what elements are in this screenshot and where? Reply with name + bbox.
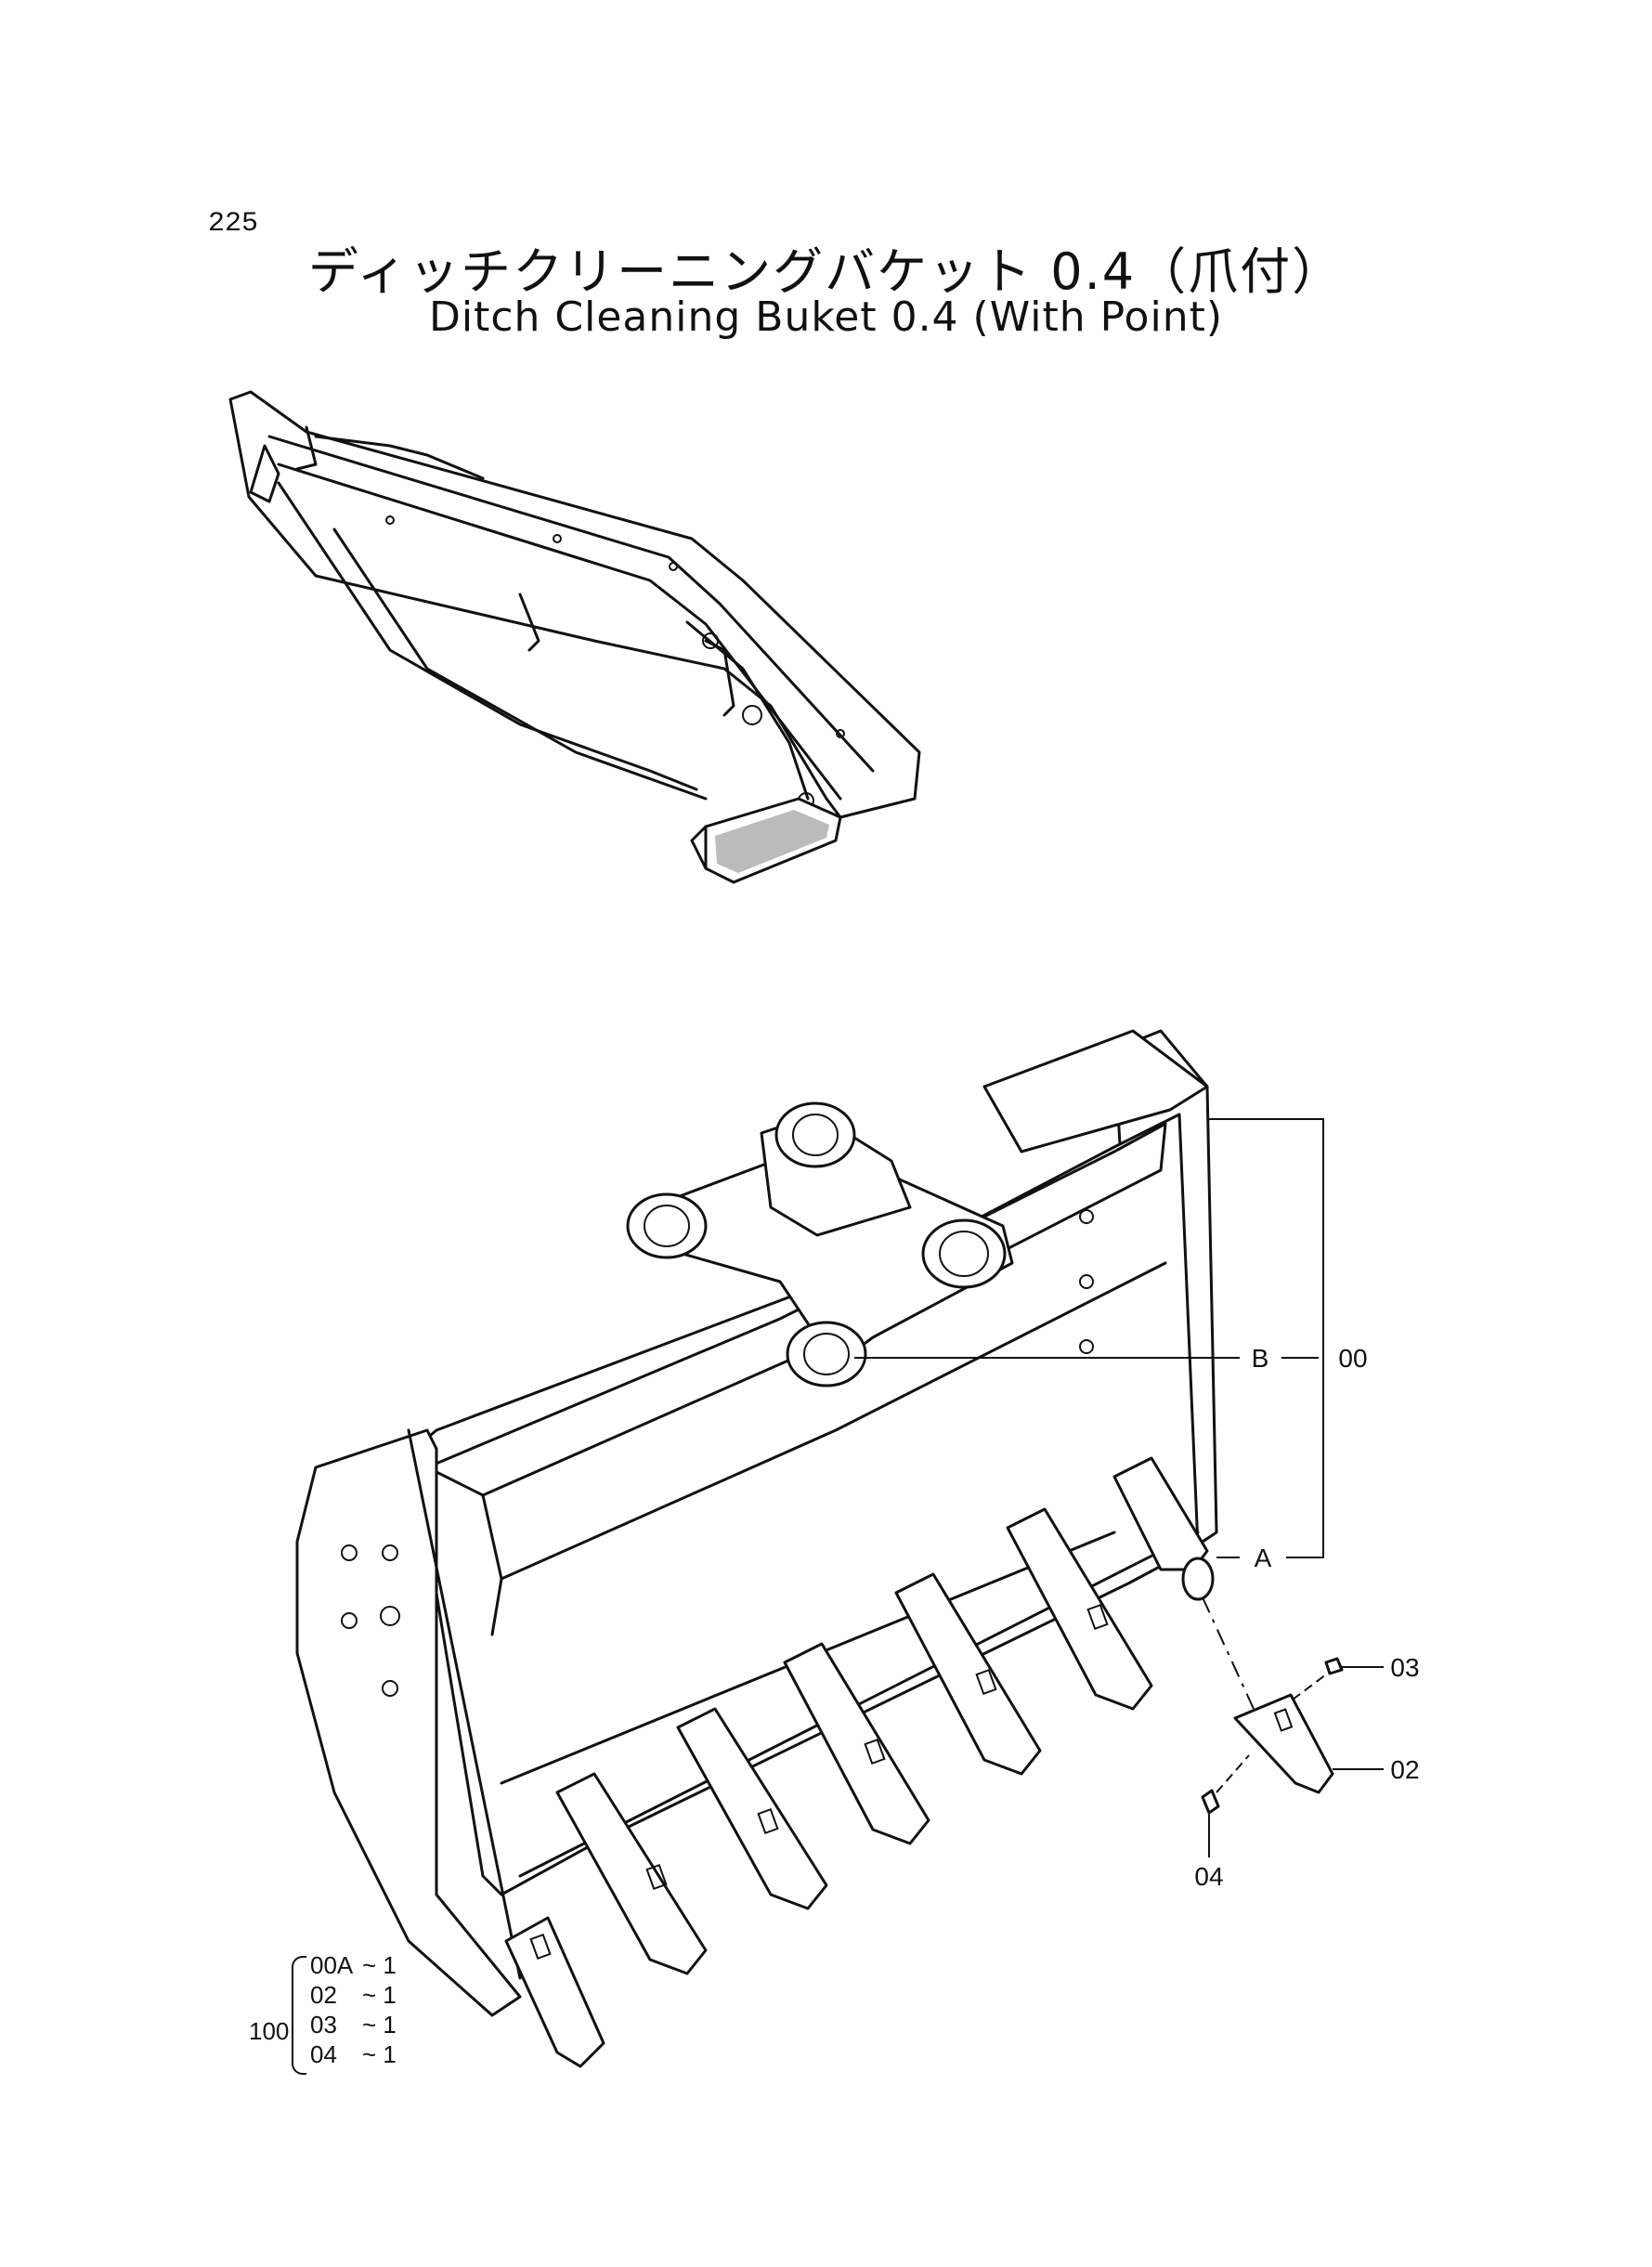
- kit-number: 100: [249, 2017, 290, 2045]
- kit-item-qty: ~ 1: [362, 2040, 397, 2068]
- kit-item-code: 03: [310, 2011, 337, 2039]
- kit-item: 02 ~ 1: [310, 1980, 397, 2010]
- leader-lines: [854, 1118, 1384, 1857]
- kit-item-qty: ~ 1: [362, 1951, 397, 1979]
- callout-b: B: [1252, 1344, 1269, 1373]
- title-japanese: ディッチクリーニングバケット 0.4（爪付）: [307, 242, 1345, 301]
- exploded-tooth-parts: [1201, 1596, 1344, 1815]
- kit-item-qty: ~ 1: [362, 1981, 397, 2009]
- kit-brace: [292, 1956, 306, 2075]
- kit-item: 00A ~ 1: [310, 1950, 397, 1980]
- ditch-cleaning-bucket: [295, 1029, 1218, 2017]
- kit-item: 04 ~ 1: [310, 2039, 397, 2069]
- kit-item-code: 00A: [310, 1951, 354, 1979]
- page-number: 225: [208, 208, 259, 240]
- excavator-arm-illustration: [228, 390, 921, 884]
- callout-00: 00: [1338, 1344, 1367, 1373]
- kit-item-code: 02: [310, 1981, 337, 2009]
- kit-item-qty: ~ 1: [362, 2011, 397, 2039]
- kit-item-list: 00A ~ 1 02 ~ 1 03 ~ 1 04 ~ 1: [310, 1950, 397, 2069]
- kit-item-code: 04: [310, 2040, 337, 2068]
- bucket-teeth: [504, 1456, 1215, 2068]
- callout-02: 02: [1390, 1755, 1419, 1784]
- callout-03: 03: [1390, 1653, 1419, 1682]
- kit-item: 03 ~ 1: [310, 2010, 397, 2039]
- callout-04: 04: [1194, 1862, 1223, 1891]
- callout-a: A: [1255, 1544, 1272, 1572]
- title-english: Ditch Cleaning Buket 0.4 (With Point): [428, 293, 1224, 341]
